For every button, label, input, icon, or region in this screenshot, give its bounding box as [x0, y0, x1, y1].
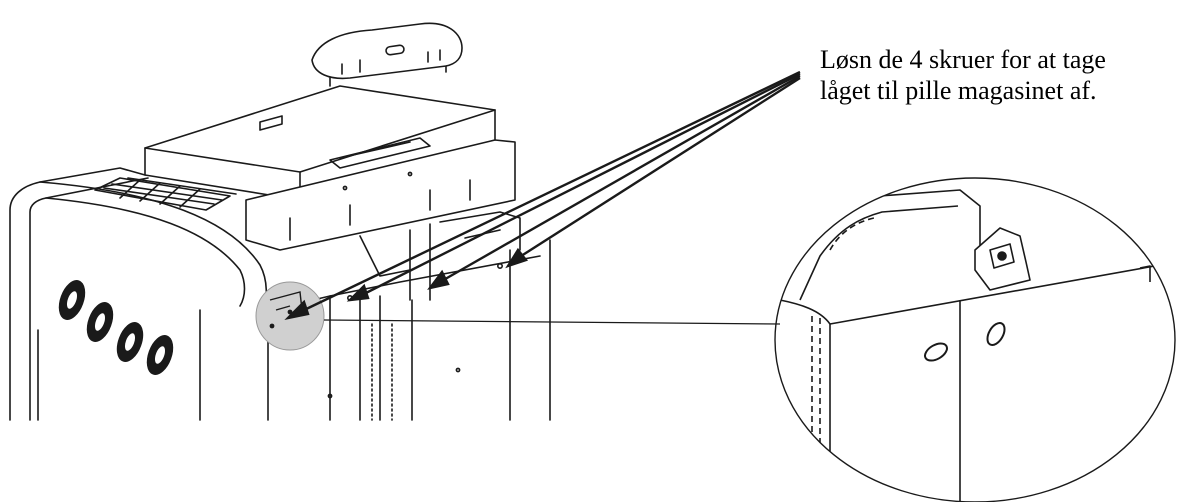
instruction-text: Løsn de 4 skruer for at tage låget til p…	[820, 44, 1170, 106]
detail-magnifier	[774, 177, 1176, 502]
instruction-line-1: Løsn de 4 skruer for at tage	[820, 45, 1106, 74]
vent-grille	[94, 177, 237, 211]
side-vent-holes	[58, 280, 174, 375]
instruction-line-2: låget til pille magasinet af.	[820, 76, 1097, 105]
lid-front-panel	[245, 137, 516, 251]
top-cover-plate	[311, 22, 463, 87]
body-screws	[327, 262, 503, 399]
screw-arrows	[284, 70, 801, 320]
detail-leader-line	[323, 319, 781, 325]
